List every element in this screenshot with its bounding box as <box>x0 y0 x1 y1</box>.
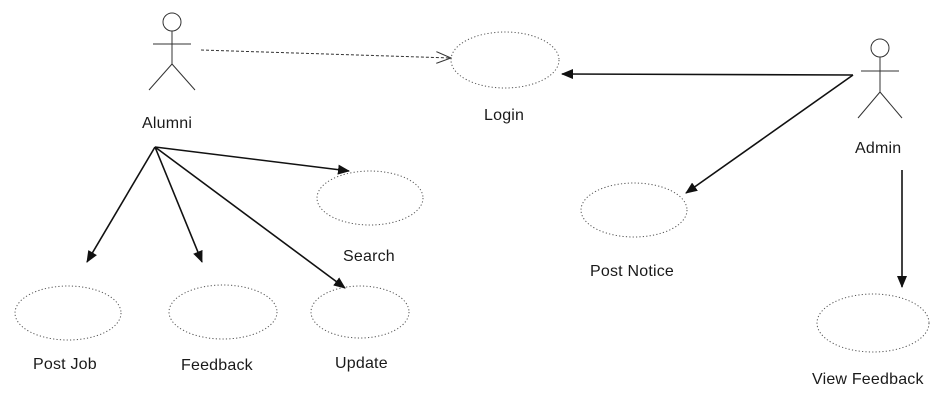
association-admin-login <box>561 69 854 80</box>
association-alumni-search <box>154 146 350 175</box>
use-case-feedback-label: Feedback <box>181 357 253 374</box>
use-case-update-label: Update <box>335 355 388 372</box>
association-admin-post-notice <box>685 74 854 194</box>
use-case-search <box>316 170 424 226</box>
actor-alumni-label: Alumni <box>142 115 193 132</box>
use-case-search-label: Search <box>343 248 395 265</box>
use-case-post-job-label: Post Job <box>33 356 97 373</box>
actor-alumni-figure <box>148 12 196 91</box>
association-alumni-feedback <box>154 146 203 263</box>
use-case-feedback <box>168 284 278 340</box>
use-case-view-feedback-label: View Feedback <box>812 371 924 388</box>
use-case-update <box>310 285 410 339</box>
actor-admin-figure <box>857 38 903 119</box>
actor-admin-label: Admin <box>855 140 902 157</box>
association-alumni-update <box>154 146 346 289</box>
use-case-post-job <box>14 285 122 341</box>
use-case-login <box>450 31 560 89</box>
dependency-alumni-login <box>200 49 451 58</box>
use-case-post-notice-label: Post Notice <box>590 263 675 280</box>
association-alumni-post-job <box>86 146 156 263</box>
use-case-login-label: Login <box>484 107 525 124</box>
use-case-view-feedback <box>816 293 930 353</box>
use-case-post-notice <box>580 182 688 238</box>
